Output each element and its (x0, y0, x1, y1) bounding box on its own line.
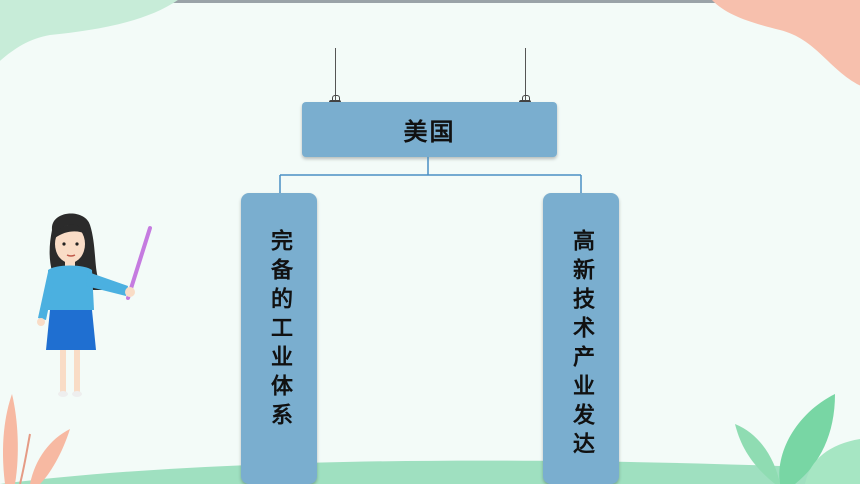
hanging-wire-left (335, 48, 336, 103)
left-column-board: 完备的工业体系 (241, 193, 317, 484)
top-right-decoration (712, 0, 860, 86)
title-board: 美国 (302, 102, 557, 157)
top-left-decoration (0, 0, 178, 61)
leaf-decoration-right (735, 394, 860, 484)
right-column-text: 高新技术产业发达 (569, 229, 594, 461)
leaf-decoration-left (2, 394, 70, 484)
title-text: 美国 (403, 118, 456, 146)
right-column-board: 高新技术产业发达 (543, 193, 619, 484)
hanging-wire-right (525, 48, 526, 103)
teacher-illustration (37, 213, 152, 397)
ground-decoration (0, 460, 860, 484)
connector-lines (279, 157, 582, 195)
top-border (0, 0, 860, 3)
left-column-text: 完备的工业体系 (267, 229, 292, 432)
